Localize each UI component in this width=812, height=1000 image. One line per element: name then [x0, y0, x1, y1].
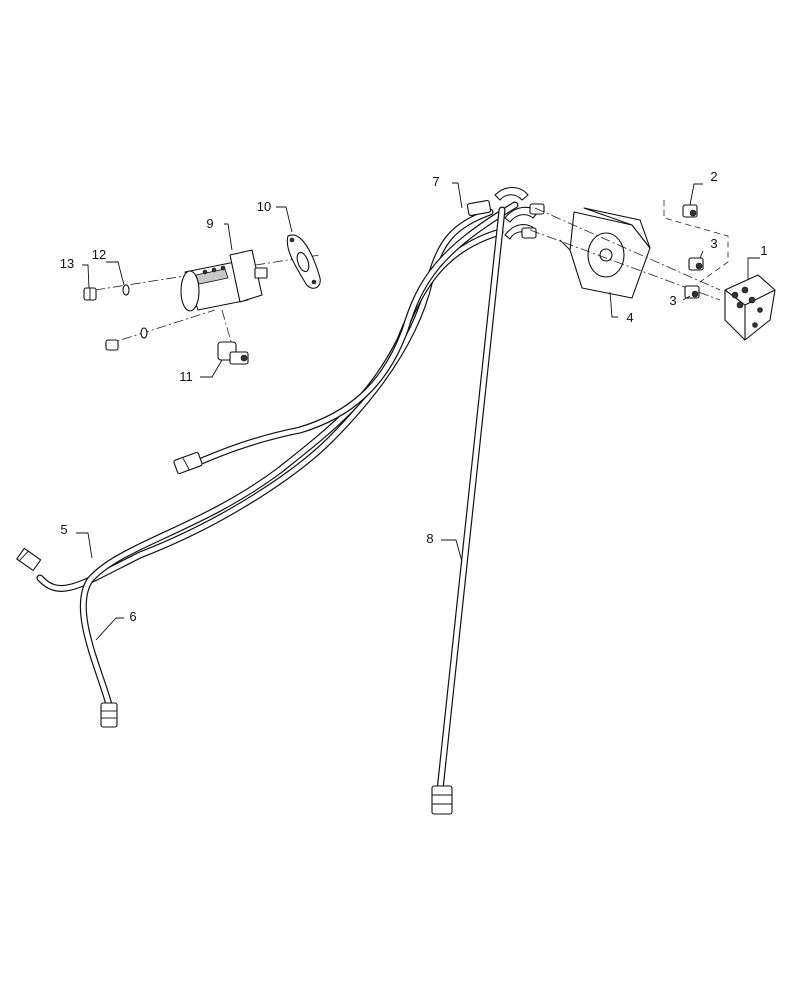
- gasket-10: [286, 234, 321, 289]
- fitting-3-lower: [684, 285, 700, 299]
- label-part-10: 10: [257, 199, 271, 214]
- label-part-7: 7: [432, 174, 439, 189]
- label-part-2: 2: [710, 169, 717, 184]
- label-part-1: 1: [760, 243, 767, 258]
- hose-7-end-fitting: [173, 451, 203, 475]
- washer-12: [122, 284, 130, 296]
- leader-lines: [76, 182, 760, 641]
- valve-block-1: [724, 274, 776, 341]
- label-part-3-lower: 3: [669, 293, 676, 308]
- label-part-8: 8: [426, 531, 433, 546]
- hose-6-end-fitting: [100, 702, 118, 728]
- nut-13: [83, 287, 97, 301]
- fitting-3-upper: [688, 257, 704, 271]
- lower-bolt-washer: [105, 327, 148, 351]
- label-part-13: 13: [60, 256, 74, 271]
- pump-9: [94, 249, 321, 346]
- label-part-11: 11: [179, 369, 193, 384]
- elbow-fitting-11: [217, 309, 249, 365]
- label-part-6: 6: [129, 609, 136, 624]
- hose-8: [431, 206, 506, 815]
- hose-5-end-fitting: [16, 547, 42, 572]
- label-part-4: 4: [626, 310, 633, 325]
- label-part-9: 9: [206, 216, 213, 231]
- label-part-12: 12: [92, 247, 106, 262]
- hose-7: [181, 201, 519, 472]
- label-part-3-upper: 3: [710, 236, 717, 251]
- filter-4: [559, 207, 651, 299]
- label-part-5: 5: [60, 522, 67, 537]
